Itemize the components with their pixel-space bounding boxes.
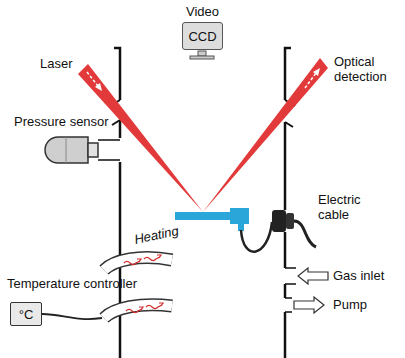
- beam-arrow: [87, 72, 98, 86]
- beam-arrow: [305, 73, 316, 88]
- heating-label: Heating: [133, 223, 180, 247]
- gas-inlet-label: Gas inlet: [333, 268, 384, 283]
- temperature-controller-box: Temperature controller°C: [10, 302, 42, 326]
- cable-label: Electric cable: [318, 192, 380, 222]
- heat-squiggle: [124, 261, 140, 265]
- heat-arrowhead: [139, 307, 143, 310]
- right-wall: [284, 122, 287, 210]
- laser-label: Laser: [40, 56, 73, 71]
- right-wall: [284, 312, 287, 358]
- monitor-stand: [190, 51, 214, 59]
- beam-arrow-head: [95, 83, 102, 91]
- right-wall: [284, 284, 287, 298]
- right-wall: [284, 232, 287, 268]
- heat-squiggle: [146, 305, 162, 309]
- heat-arrowhead: [137, 259, 141, 262]
- beam-arrow-head: [313, 68, 320, 76]
- left-wall: [119, 120, 122, 138]
- feedthrough: [272, 210, 286, 232]
- node-heading: Temperature controller: [7, 276, 137, 291]
- controller-wire: [42, 314, 102, 319]
- heat-arrowhead: [159, 303, 163, 306]
- detection-label: Optical detection: [334, 54, 402, 84]
- detection-beam: [203, 58, 328, 212]
- sample-holder: [175, 208, 249, 231]
- right-wall-top: [285, 48, 291, 100]
- cable: [241, 222, 272, 252]
- pump-arrow: [294, 297, 324, 313]
- cable: [294, 221, 316, 247]
- window-flange: [110, 100, 295, 127]
- ccd-monitor: VideoCCD: [182, 22, 223, 50]
- heat-squiggle: [126, 309, 142, 313]
- node-label: CCD: [188, 29, 216, 44]
- laser-beam: [78, 64, 203, 212]
- gas-inlet-arrow: [298, 268, 328, 284]
- feedthrough: [286, 213, 294, 229]
- node-heading: Video: [186, 4, 219, 19]
- sensor-label: Pressure sensor: [14, 114, 109, 129]
- pump-label: Pump: [333, 297, 367, 312]
- left-wall-top: [114, 48, 120, 100]
- heat-squiggle: [144, 257, 160, 261]
- node-label: °C: [19, 307, 34, 322]
- heat-arrowhead: [157, 255, 161, 258]
- pressure-sensor: [45, 137, 98, 163]
